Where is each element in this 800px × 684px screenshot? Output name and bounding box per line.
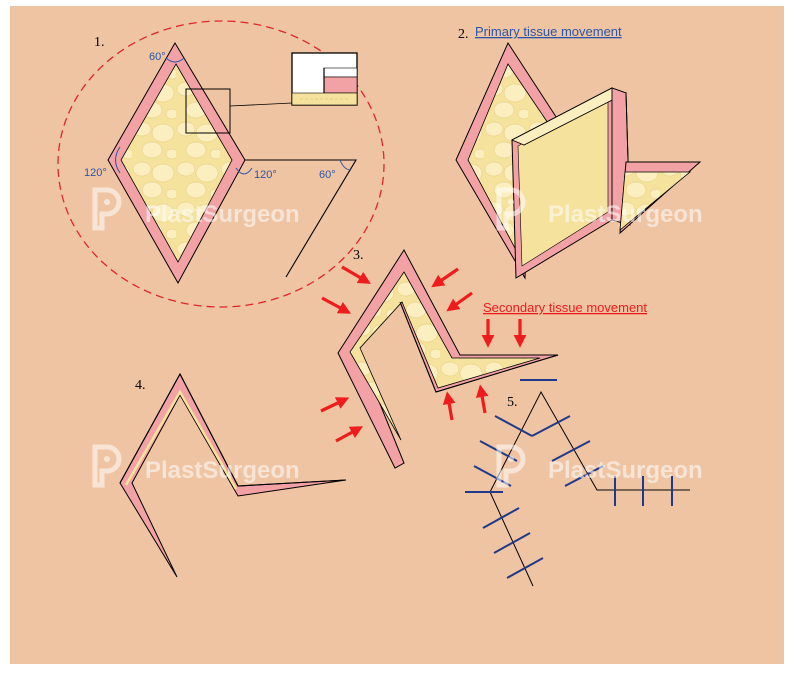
angle-arc-top: [165, 57, 185, 63]
plastsurgeon-logo-icon: [496, 187, 526, 231]
arrow-icon: [431, 267, 459, 288]
suture-mark-icon: [506, 557, 544, 579]
final-fat-line: [124, 389, 238, 490]
layer-zoom-inset: [291, 52, 358, 106]
watermark-text: PlastSurgeon: [548, 457, 703, 484]
suture-mark-icon: [494, 415, 533, 437]
watermark-top-left: PlastSurgeon: [92, 187, 300, 231]
angle-label-right: 120°: [254, 169, 277, 181]
suture-mark-icon: [482, 507, 520, 529]
suture-mark-icon: [564, 465, 604, 487]
step2-label: Primary tissue movement: [475, 24, 622, 39]
secondary-movement-arrows: [320, 265, 527, 443]
closure-fat-layer: [349, 271, 541, 441]
watermark-bottom-right: PlastSurgeon: [496, 444, 703, 488]
angle-label-top: 60°: [149, 51, 166, 63]
step3-number: 3.: [353, 248, 364, 263]
plastsurgeon-logo-icon: [92, 187, 122, 231]
angle-label-far-right: 60°: [319, 169, 336, 181]
angle-arc-left: [115, 146, 121, 174]
arrow-icon: [475, 384, 489, 414]
angle-arc-far-right: [339, 159, 352, 171]
arrow-icon: [320, 397, 350, 413]
step4-group: 4.: [119, 372, 347, 578]
watermark-top-right: PlastSurgeon: [496, 187, 703, 231]
watermark-text: PlastSurgeon: [145, 201, 300, 228]
arrow-icon: [446, 291, 473, 312]
watermark-text: PlastSurgeon: [548, 201, 703, 228]
step2-number: 2.: [458, 27, 469, 42]
step1-number: 1.: [94, 35, 105, 50]
arrow-icon: [335, 426, 364, 443]
arrow-icon: [341, 265, 371, 284]
angle-arc-right: [235, 167, 253, 175]
step1-group: 1. 60° 120° 120° 60°: [57, 20, 385, 308]
step3-group: 3. Secondary tissue movement: [320, 248, 647, 469]
donor-triangle-fat: [619, 171, 692, 231]
final-outline: [119, 372, 347, 487]
plastsurgeon-logo-icon: [92, 444, 122, 488]
suture-mark-icon: [493, 532, 531, 554]
plastsurgeon-logo-icon: [496, 444, 526, 488]
zoom-connector-line: [229, 102, 293, 107]
arrow-icon: [321, 296, 352, 314]
flap-incision-line: [245, 159, 357, 278]
excision-circle: [57, 20, 385, 308]
suture-mark-icon: [551, 440, 591, 462]
watermark-text: PlastSurgeon: [145, 457, 300, 484]
closure-inner-edge: [399, 301, 559, 393]
step2-group: 2. Primary tissue movement: [455, 24, 702, 280]
step4-number: 4.: [135, 378, 146, 393]
suture-mark-icon: [531, 415, 571, 437]
step3-label: Secondary tissue movement: [483, 300, 647, 315]
rhombus-fat-core: [120, 63, 233, 263]
arrow-icon: [442, 391, 456, 421]
closure-suture-line: [489, 390, 690, 587]
watermark-bottom-left: PlastSurgeon: [92, 444, 300, 488]
step5-number: 5.: [507, 395, 518, 410]
zoom-selection-box: [185, 88, 231, 134]
background-panel: [10, 6, 784, 664]
angle-label-left: 120°: [84, 167, 107, 179]
